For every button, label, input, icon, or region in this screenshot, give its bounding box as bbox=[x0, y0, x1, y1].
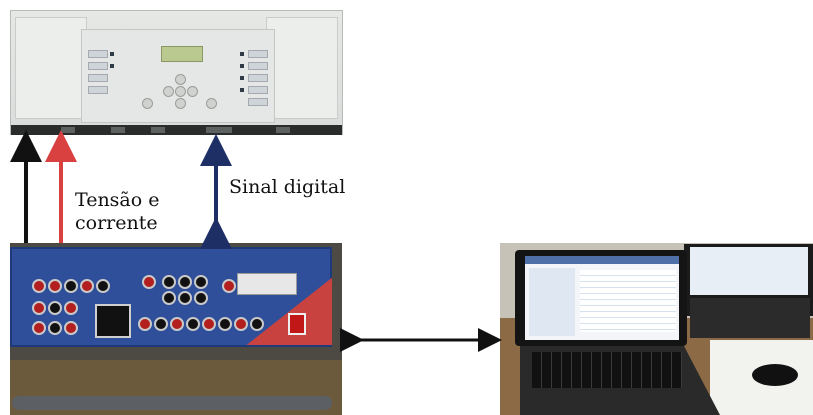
test-set-socket bbox=[234, 317, 248, 331]
test-set-socket bbox=[194, 275, 208, 289]
test-set-socket bbox=[48, 279, 62, 293]
relay-left-panel bbox=[15, 17, 87, 119]
relay-led bbox=[240, 52, 244, 56]
relay-label-tag bbox=[88, 74, 108, 82]
relay-led bbox=[240, 64, 244, 68]
relay-test-set-image bbox=[10, 247, 332, 347]
relay-connector bbox=[151, 127, 165, 133]
test-set-socket bbox=[186, 317, 200, 331]
test-set-socket bbox=[80, 279, 94, 293]
test-set-socket bbox=[162, 291, 176, 305]
relay-label-tag bbox=[248, 74, 268, 82]
relay-label-tag bbox=[248, 50, 268, 58]
test-set-power-switch bbox=[288, 313, 306, 335]
relay-led bbox=[110, 52, 114, 56]
relay-led bbox=[240, 76, 244, 80]
test-set-socket bbox=[202, 317, 216, 331]
protection-relay-image bbox=[10, 10, 343, 135]
test-set-socket bbox=[64, 301, 78, 315]
relay-connector bbox=[111, 127, 125, 133]
relay-connector bbox=[206, 127, 232, 133]
relay-label-tag bbox=[88, 50, 108, 58]
relay-label-tag bbox=[248, 98, 268, 106]
laptop-screen-side-panel bbox=[529, 268, 575, 336]
relay-label-tag bbox=[248, 86, 268, 94]
relay-label-tag bbox=[248, 62, 268, 70]
relay-led bbox=[240, 88, 244, 92]
test-set-socket bbox=[218, 317, 232, 331]
test-set-socket bbox=[48, 301, 62, 315]
test-set-socket bbox=[194, 291, 208, 305]
second-monitor-screen bbox=[690, 247, 808, 295]
test-set-handle bbox=[12, 396, 332, 410]
digital-signal-label: Sinal digital bbox=[229, 176, 346, 198]
voltage-current-label-line2: corrente bbox=[75, 212, 158, 234]
mouse-icon bbox=[752, 364, 798, 386]
test-set-socket bbox=[64, 321, 78, 335]
laptop-keyboard bbox=[532, 352, 682, 388]
test-set-brand-label bbox=[237, 273, 297, 295]
test-set-socket bbox=[250, 317, 264, 331]
test-set-socket bbox=[48, 321, 62, 335]
test-set-socket bbox=[162, 275, 176, 289]
relay-nav-button bbox=[175, 74, 186, 85]
test-set-socket bbox=[178, 291, 192, 305]
voltage-current-label-line1: Tensão e bbox=[75, 189, 160, 211]
test-set-multipin-port bbox=[95, 304, 131, 338]
test-set-socket bbox=[32, 321, 46, 335]
relay-nav-button bbox=[175, 86, 186, 97]
relay-front-panel bbox=[81, 29, 275, 123]
relay-lcd-display bbox=[161, 46, 203, 62]
relay-nav-button bbox=[187, 86, 198, 97]
relay-nav-button bbox=[163, 86, 174, 97]
second-laptop-keyboard bbox=[690, 298, 810, 338]
test-set-socket bbox=[32, 279, 46, 293]
test-set-socket bbox=[138, 317, 152, 331]
laptop-screen-titlebar bbox=[525, 256, 679, 264]
test-set-socket bbox=[64, 279, 78, 293]
relay-nav-button bbox=[175, 98, 186, 109]
laptop-screen-data-rows bbox=[580, 270, 676, 332]
test-set-socket bbox=[32, 301, 46, 315]
test-set-socket bbox=[170, 317, 184, 331]
relay-connector bbox=[276, 127, 290, 133]
relay-nav-button bbox=[206, 98, 217, 109]
relay-label-tag bbox=[88, 86, 108, 94]
test-set-socket bbox=[154, 317, 168, 331]
relay-label-tag bbox=[88, 62, 108, 70]
test-set-socket bbox=[96, 279, 110, 293]
relay-led bbox=[110, 64, 114, 68]
test-set-socket bbox=[142, 275, 156, 289]
relay-nav-button bbox=[142, 98, 153, 109]
test-set-socket bbox=[178, 275, 192, 289]
test-set-socket bbox=[222, 279, 236, 293]
